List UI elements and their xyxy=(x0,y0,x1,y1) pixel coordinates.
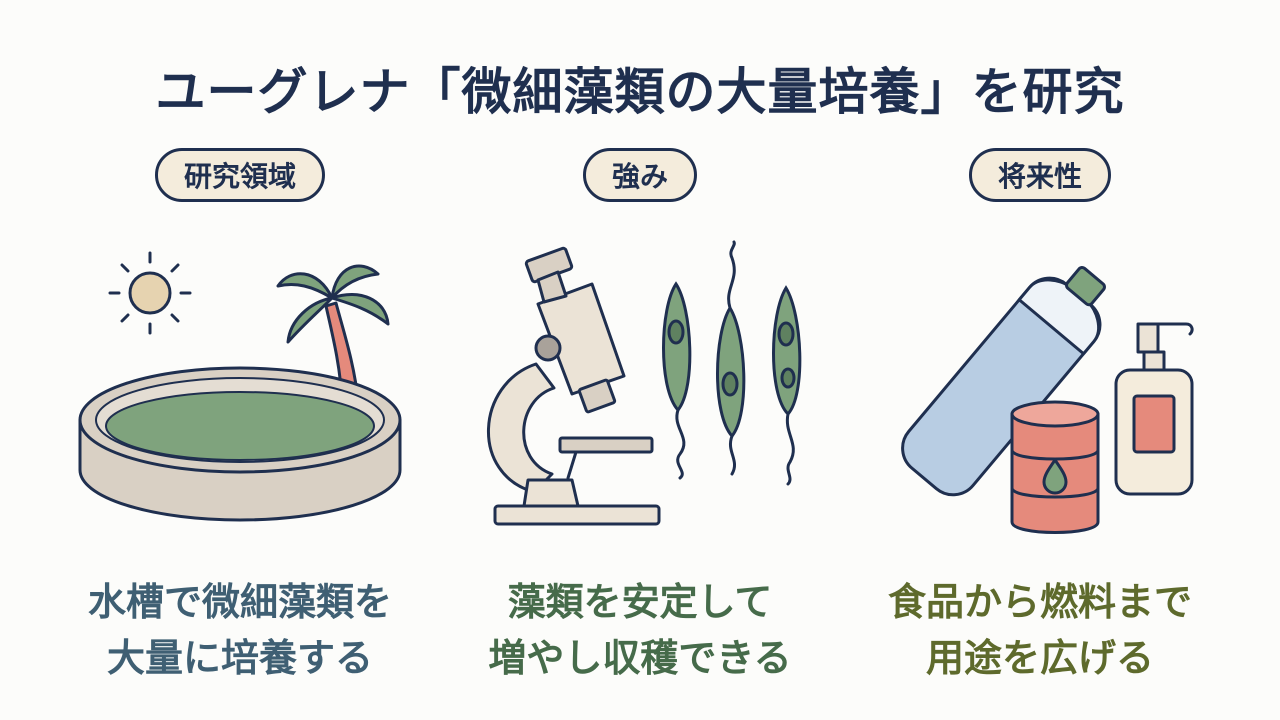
plastic-bottle-icon xyxy=(901,266,1106,497)
products-illustration xyxy=(901,266,1194,534)
section-label-research-area: 研究領域 xyxy=(154,148,326,202)
section-description-research-area: 水槽で微細藻類を 大量に培養する xyxy=(40,574,440,686)
section-future: 将来性 食品から燃料まで 用途を広げる xyxy=(840,148,1240,708)
section-label-strength: 強み xyxy=(582,148,698,202)
sun-icon xyxy=(108,251,192,335)
page-title: ユーグレナ「微細藻類の大量培養」を研究 xyxy=(155,63,1125,121)
section-label-future: 将来性 xyxy=(968,148,1112,202)
section-research-area: 研究領域 xyxy=(40,148,440,708)
desc-line-1: 食品から燃料まで xyxy=(887,580,1192,624)
microscope-icon xyxy=(487,246,661,526)
euglena-cell-icon xyxy=(662,240,802,486)
culture-pond-icon xyxy=(78,366,402,522)
pond-illustration xyxy=(78,251,402,522)
section-description-future: 食品から燃料まで 用途を広げる xyxy=(840,574,1240,686)
section-description-strength: 藻類を安定して 増やし収穫できる xyxy=(440,574,840,686)
desc-line-2: 大量に培養する xyxy=(106,636,373,680)
desc-line-2: 増やし収穫できる xyxy=(488,636,792,680)
desc-line-1: 藻類を安定して xyxy=(507,580,773,624)
pump-bottle-icon xyxy=(1114,322,1194,496)
oil-drum-icon xyxy=(1010,400,1100,534)
section-strength: 強み 藻類を安定して 増やし収穫 xyxy=(440,148,840,708)
desc-line-2: 用途を広げる xyxy=(925,636,1154,680)
desc-line-1: 水槽で微細藻類を xyxy=(87,580,392,624)
microscope-illustration xyxy=(487,240,802,526)
